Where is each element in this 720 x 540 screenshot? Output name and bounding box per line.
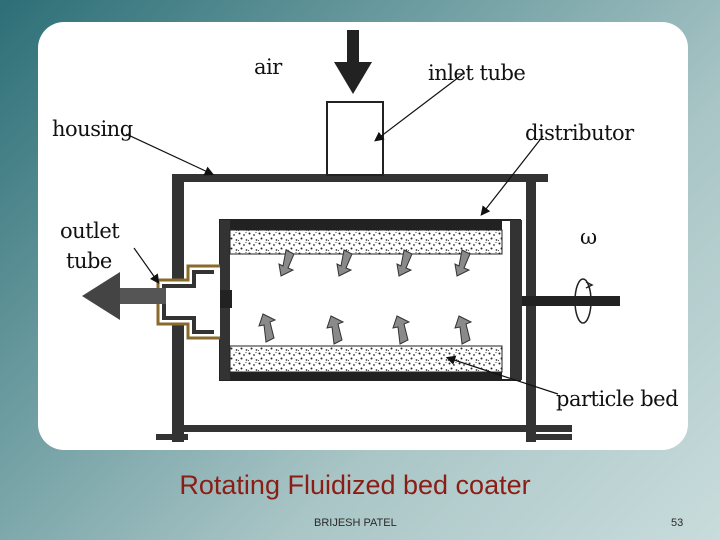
label-omega: ω: [580, 225, 597, 249]
rotating-chamber: [219, 219, 522, 381]
label-particle-bed: particle bed: [556, 387, 678, 411]
fluidized-bed-diagram: air inlet tube housing distributor outle…: [52, 30, 679, 442]
slide-title: Rotating Fluidized bed coater: [179, 470, 531, 500]
upper-particle-bed: [229, 229, 503, 255]
label-inlet-tube: inlet tube: [428, 61, 525, 85]
label-distributor: distributor: [525, 121, 635, 145]
air-arrow: [334, 30, 372, 94]
page-number: 53: [671, 517, 684, 529]
leader-lines: [125, 73, 559, 395]
drive-shaft: [522, 278, 620, 324]
label-air: air: [254, 55, 283, 79]
upward-flow-arrows: [258, 313, 473, 345]
inlet-tube: [326, 101, 384, 176]
diagram-panel: air inlet tube housing distributor outle…: [38, 22, 688, 450]
label-outlet-line2: tube: [66, 249, 112, 273]
label-outlet-line1: outlet: [60, 219, 120, 243]
downward-flow-arrows: [278, 249, 471, 277]
label-housing: housing: [52, 117, 133, 141]
outlet-tube: [82, 264, 220, 340]
slide-author: BRIJESH PATEL: [314, 517, 397, 529]
lower-particle-bed: [229, 345, 503, 373]
